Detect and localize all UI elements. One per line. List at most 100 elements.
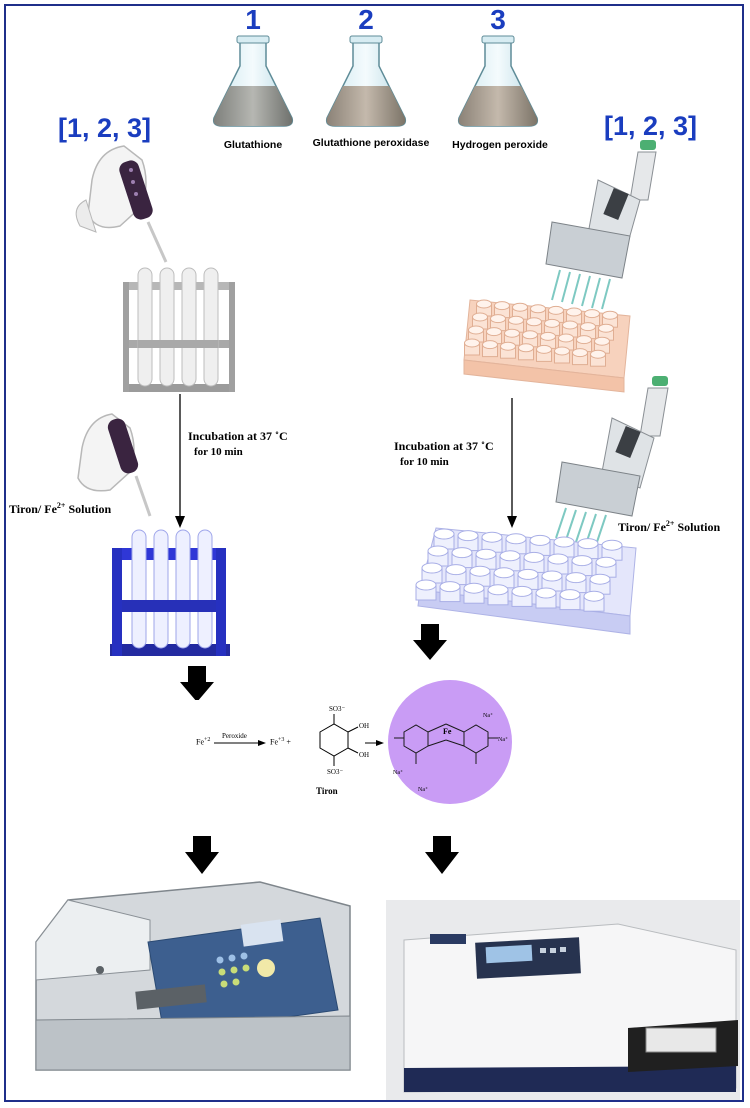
well-opening <box>576 335 592 345</box>
well-opening <box>487 584 509 596</box>
fe2-reactant-sup: +2 <box>204 737 211 743</box>
well-opening <box>565 572 587 584</box>
well-opening <box>476 299 492 309</box>
well-opening <box>415 579 437 591</box>
tiron-structure-icon <box>319 714 359 766</box>
flask-1-label: Glutathione <box>223 139 283 151</box>
well-opening <box>481 531 503 543</box>
well-opening <box>594 336 610 346</box>
right-reagent-suffix: Solution <box>674 520 721 534</box>
well-opening <box>457 530 479 542</box>
right-reagent-sup: 2+ <box>665 519 675 528</box>
well-opening <box>529 534 551 546</box>
well-opening <box>602 310 618 320</box>
fe3-product-sup: +3 <box>278 737 285 743</box>
figure-border <box>4 4 744 1102</box>
well-opening <box>558 333 574 343</box>
fe2-reactant-text: Fe <box>196 737 204 747</box>
right-reagent-label: Tiron/ Fe2+ Solution <box>618 516 720 535</box>
fe-atom-label: Fe <box>443 727 452 736</box>
well-opening <box>493 567 515 579</box>
well-opening <box>508 315 524 325</box>
tiron-label: Tiron <box>316 786 338 796</box>
na-ion-4: Na⁺ <box>418 787 429 793</box>
na-ion-1: Na⁺ <box>483 713 494 719</box>
well-opening <box>584 309 600 319</box>
well-opening <box>541 570 563 582</box>
right-arrow-to-plate-reader <box>425 836 459 874</box>
na-ion-2: Na⁺ <box>498 737 509 743</box>
flask-3-label: Hydrogen peroxide <box>452 139 548 151</box>
fe3-product: Fe+3 + <box>270 737 291 747</box>
left-big-arrow-icon <box>180 666 214 700</box>
well-opening <box>445 564 467 576</box>
na-ion-3: Na⁺ <box>393 770 404 776</box>
well-opening <box>547 553 569 565</box>
test-tube-rack-blue-icon <box>110 529 230 656</box>
tiron-oh-top: OH <box>359 722 369 730</box>
left-incubation-line1: Incubation at 37 ˚C <box>188 429 288 443</box>
well-opening <box>518 343 534 353</box>
lavender-well-grid <box>415 528 623 612</box>
well-opening <box>544 318 560 328</box>
well-opening <box>562 320 578 330</box>
multichannel-pipette-icon-2 <box>555 376 669 546</box>
right-sample-set-label: [1, 2, 3] <box>604 111 698 141</box>
well-opening <box>427 545 449 557</box>
well-opening <box>548 305 564 315</box>
well-opening <box>517 568 539 580</box>
well-opening <box>421 562 443 574</box>
well-opening <box>522 330 538 340</box>
left-reagent-label: Tiron/ Fe2+ Solution <box>9 498 111 517</box>
well-opening <box>601 539 623 551</box>
well-opening <box>472 312 488 322</box>
well-opening <box>468 325 484 335</box>
well-opening <box>439 581 461 593</box>
well-opening <box>583 590 605 602</box>
left-sample-set-label: [1, 2, 3] <box>58 113 152 143</box>
well-opening <box>566 307 582 317</box>
well-opening <box>530 304 546 314</box>
well-opening <box>580 322 596 332</box>
tiron-oh-bottom: OH <box>359 751 369 759</box>
well-opening <box>590 349 606 359</box>
well-opening <box>595 556 617 568</box>
well-opening <box>512 302 528 312</box>
flask-1-number: 1 <box>245 4 261 35</box>
left-reagent-sup: 2+ <box>56 501 66 510</box>
flask-3-icon <box>457 35 539 127</box>
plus-sign: + <box>286 737 291 747</box>
well-opening <box>572 348 588 358</box>
reaction-scheme: SO3⁻ OH OH SO3⁻ Fe <box>214 680 512 804</box>
well-opening <box>577 538 599 550</box>
fe-tiron-complex-structure-icon <box>394 723 498 764</box>
right-big-arrow-icon <box>413 624 447 660</box>
right-reagent-prefix: Tiron/ Fe <box>618 520 666 534</box>
well-opening <box>598 323 614 333</box>
flask-1-icon <box>212 35 294 127</box>
well-opening <box>535 587 557 599</box>
right-incubation-label: Incubation at 37 ˚C for 10 min <box>394 438 494 470</box>
gloved-hand-pipette-icon-2 <box>77 413 152 517</box>
flask-3-number: 3 <box>490 4 506 35</box>
well-opening <box>511 585 533 597</box>
well-opening <box>499 550 521 562</box>
multichannel-pipette-icon <box>545 140 657 310</box>
well-opening <box>500 341 516 351</box>
left-branch-illustrations <box>75 145 235 700</box>
fe2-reactant: Fe+2 <box>196 737 210 747</box>
well-opening <box>589 573 611 585</box>
microplate-reader-icon <box>386 900 740 1100</box>
instruments <box>35 836 740 1100</box>
left-reagent-suffix: Solution <box>65 502 112 516</box>
well-opening <box>559 589 581 601</box>
right-incubation-line2: for 10 min <box>400 456 449 468</box>
flask-2-label: Glutathione peroxidase <box>312 137 430 149</box>
well-opening <box>540 331 556 341</box>
well-opening <box>505 533 527 545</box>
left-incubation-line2: for 10 min <box>194 446 243 458</box>
well-opening <box>494 301 510 311</box>
well-opening <box>553 536 575 548</box>
well-opening <box>536 344 552 354</box>
